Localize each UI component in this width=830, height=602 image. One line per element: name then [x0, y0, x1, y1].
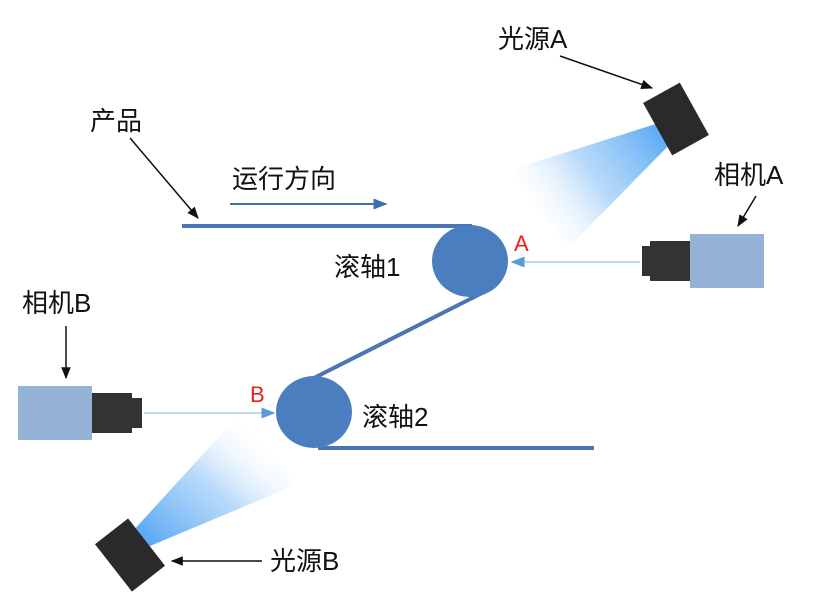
camera-b-label: 相机B	[22, 288, 91, 318]
roller-2	[276, 376, 352, 448]
light-source-a-icon	[643, 82, 709, 156]
product-web	[182, 224, 594, 450]
camera-b-icon	[18, 386, 142, 440]
light-beam-a	[510, 122, 676, 248]
point-a-label: A	[514, 231, 529, 256]
light-source-b-icon	[94, 518, 166, 592]
roller-1-label: 滚轴1	[334, 252, 400, 282]
light-beam-b	[132, 418, 298, 546]
roller-2-label: 滚轴2	[362, 402, 428, 432]
light-source-a-label: 光源A	[498, 24, 568, 54]
point-b-label: B	[250, 382, 265, 407]
camera-a-icon	[642, 234, 764, 288]
camera-a-label: 相机A	[714, 160, 784, 190]
callout-arrows	[61, 55, 757, 566]
roller-1	[432, 225, 508, 297]
direction-label: 运行方向	[232, 164, 336, 194]
product-label: 产品	[90, 106, 142, 136]
light-source-b-label: 光源B	[270, 546, 339, 576]
